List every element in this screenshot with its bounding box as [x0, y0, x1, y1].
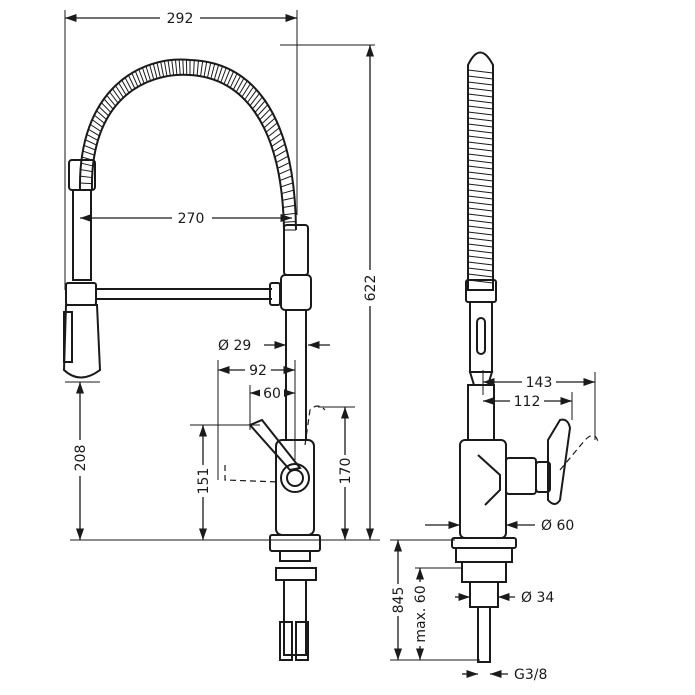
horizontal-arm: [96, 282, 281, 306]
dim-845: 845: [391, 587, 407, 614]
front-view: 292 270 622 208 Ø 29 92 60 151: [62, 9, 380, 661]
dim-diameter-34: Ø 34: [521, 590, 554, 606]
side-spring-hose: [467, 51, 494, 291]
side-view: 143 112 Ø 60 Ø 34 G3/8 845 max. 60: [388, 51, 599, 683]
dim-thread-g38: G3/8: [514, 667, 547, 683]
spring-hose: [78, 58, 297, 231]
spray-head: [62, 159, 102, 379]
dim-60: 60: [263, 386, 281, 402]
dim-max-60: max. 60: [413, 585, 429, 642]
dim-151: 151: [196, 468, 212, 495]
dim-622: 622: [363, 275, 379, 302]
main-column: [224, 224, 326, 661]
dim-208: 208: [73, 445, 89, 472]
dim-270: 270: [178, 211, 205, 227]
dim-143: 143: [526, 375, 553, 391]
dim-diameter-29: Ø 29: [218, 338, 251, 354]
dim-92: 92: [249, 363, 267, 379]
dim-diameter-60: Ø 60: [541, 518, 574, 534]
dim-170: 170: [338, 458, 354, 485]
dim-292: 292: [167, 11, 194, 27]
dim-112: 112: [514, 394, 541, 410]
